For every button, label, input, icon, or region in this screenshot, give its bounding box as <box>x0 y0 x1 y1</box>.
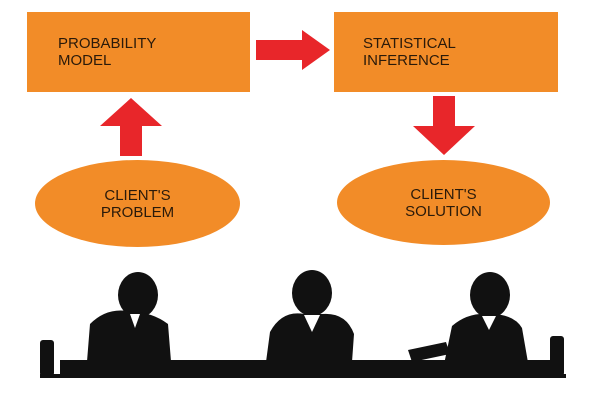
center-person-body <box>266 313 354 362</box>
left-person-head <box>118 272 158 318</box>
clients-problem-label: CLIENT'S PROBLEM <box>100 186 175 221</box>
arrow-down-icon <box>413 96 475 155</box>
meeting-table <box>60 360 560 374</box>
meeting-silhouette-illustration <box>40 270 566 378</box>
table-edge <box>40 374 566 378</box>
arrow-right-icon <box>256 30 330 70</box>
right-person-arm <box>408 342 450 362</box>
left-person-body <box>86 310 172 374</box>
arrow-up-icon <box>100 98 162 156</box>
right-person-head <box>470 272 510 318</box>
statistical-inference-box: STATISTICAL INFERENCE <box>334 12 558 92</box>
center-person-head <box>292 270 332 316</box>
probability-model-box: PROBABILITY MODEL <box>27 12 250 92</box>
left-chair <box>40 340 54 376</box>
right-person-body <box>442 313 530 374</box>
probability-model-label: PROBABILITY MODEL <box>58 35 157 69</box>
right-person-collar <box>482 316 496 330</box>
left-person-collar <box>130 314 140 328</box>
clients-solution-label: CLIENT'S SOLUTION <box>405 185 482 220</box>
clients-solution-oval: CLIENT'S SOLUTION <box>337 160 550 245</box>
center-person-collar <box>304 315 320 332</box>
statistical-inference-label: STATISTICAL INFERENCE <box>363 35 456 69</box>
clients-problem-oval: CLIENT'S PROBLEM <box>35 160 240 247</box>
